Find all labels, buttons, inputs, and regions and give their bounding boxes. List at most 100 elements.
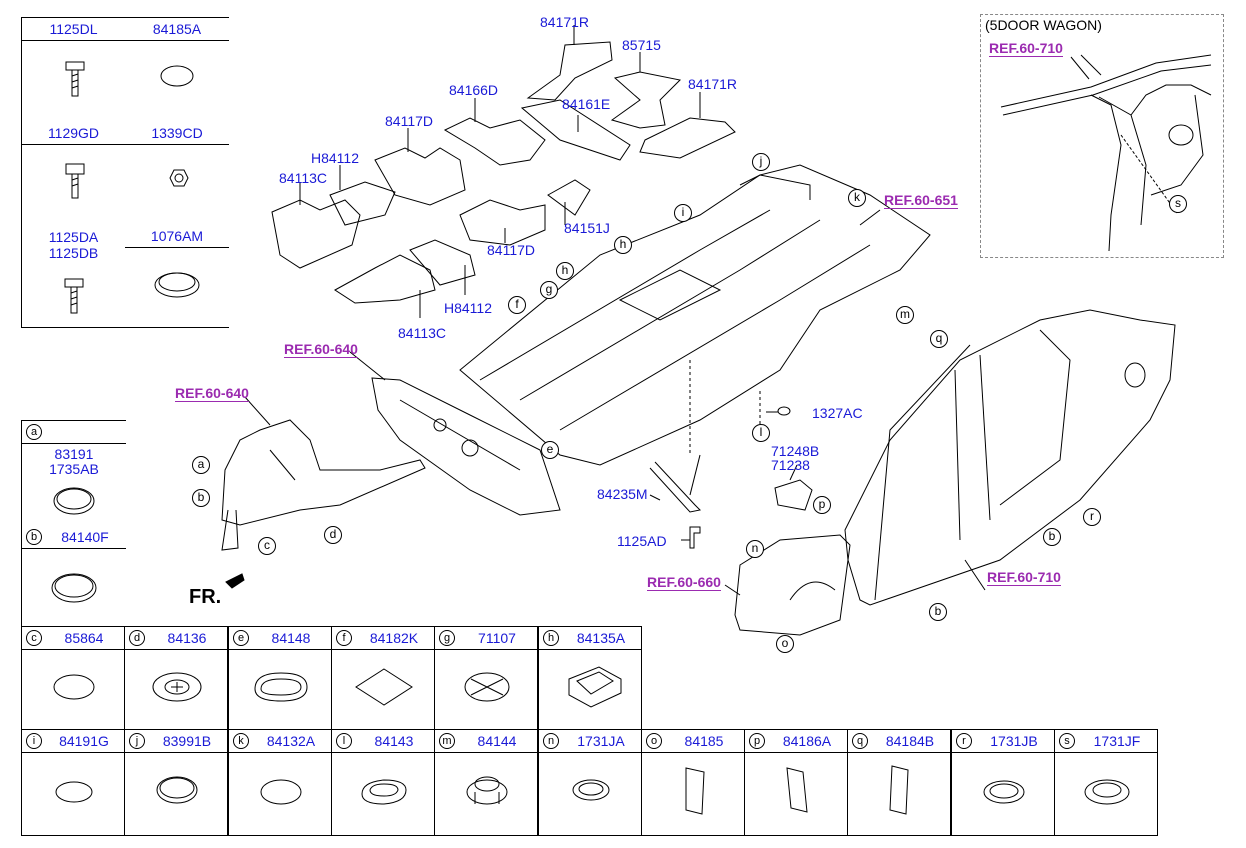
bracket-71248B (774, 479, 813, 511)
part-number: 84140F (61, 529, 109, 545)
plug-icon (51, 573, 97, 603)
dash-panel (371, 377, 561, 516)
label-71238: 71238 (771, 457, 810, 473)
part-o-icon (685, 767, 705, 815)
callout-letter: p (749, 733, 765, 749)
legend-cell-i: i 84191G (21, 729, 125, 836)
inset-title: (5DOOR WAGON) (985, 17, 1102, 33)
legend-cell-a: a 83191 1735AB (22, 421, 126, 527)
part-number: 1339CD (151, 125, 203, 141)
callout-letter: i (26, 733, 42, 749)
label-85715: 85715 (622, 37, 661, 53)
callout-n: n (746, 540, 764, 558)
bolt-icon (64, 278, 84, 314)
pad-84171R-top (526, 41, 613, 101)
table-cell-1129GD: 1129GD (22, 122, 126, 226)
part-e-icon (254, 672, 308, 702)
callout-letter: j (129, 733, 145, 749)
pad-84166D (443, 117, 546, 166)
label-H84112-top: H84112 (311, 150, 360, 166)
bracket-84235M (649, 461, 702, 513)
callout-b: b (929, 603, 947, 621)
callout-letter: s (1059, 733, 1075, 749)
part-number: 1731JF (1093, 733, 1141, 749)
ref-60-640-mid: REF.60-640 (284, 341, 358, 358)
pad-84117D-bottom (459, 199, 546, 246)
legend-cell-s: s 1731JF (1054, 729, 1158, 836)
part-number: 84185 (684, 733, 724, 749)
callout-letter: g (439, 630, 455, 646)
callout-j: j (752, 153, 770, 171)
label-84171R-right: 84171R (688, 76, 738, 92)
part-number: 84135A (576, 630, 626, 646)
part-number: 85864 (64, 630, 104, 646)
fastener-table: 1125DL 84185A 1129GD 1339CD 1125DA 1125D… (21, 17, 229, 328)
wagon-rear-quarter-drawing (1000, 54, 1212, 252)
bolt-icon (65, 163, 85, 199)
callout-l: l (752, 424, 770, 442)
callout-p: p (813, 496, 831, 514)
part-number: 84186A (782, 733, 832, 749)
callout-r: r (1083, 508, 1101, 526)
grommet-icon (154, 272, 200, 298)
label-84113C-bottom: 84113C (398, 325, 447, 341)
callout-f: f (508, 296, 526, 314)
label-84161E: 84161E (562, 96, 611, 112)
part-c-icon (53, 674, 95, 700)
part-number: 84191G (59, 733, 109, 749)
ref-60-710: REF.60-710 (987, 569, 1061, 586)
part-number: 1076AM (150, 228, 204, 244)
callout-c: c (258, 537, 276, 555)
table-cell-1125DA: 1125DA 1125DB (22, 225, 126, 327)
front-apron (221, 419, 426, 526)
part-g-icon (464, 672, 510, 702)
pad-85715 (610, 71, 682, 129)
part-number: 84132A (266, 733, 316, 749)
label-84117D-bottom: 84117D (487, 242, 536, 258)
callout-letter: e (233, 630, 249, 646)
callout-g: g (540, 281, 558, 299)
bolt-icon (65, 61, 85, 97)
table-cell-1125DL: 1125DL (22, 18, 126, 123)
part-number: 84185A (152, 21, 202, 37)
callout-m: m (896, 306, 914, 324)
label-1125AD: 1125AD (617, 533, 667, 549)
part-i-icon (55, 781, 93, 803)
bolt-1125AD (689, 526, 701, 549)
legend-cell-h: h 84135A (538, 626, 642, 730)
callout-letter: o (646, 733, 662, 749)
callout-letter: f (336, 630, 352, 646)
part-number: 1125DA (48, 229, 99, 245)
callout-letter: l (336, 733, 352, 749)
part-number: 1125DL (49, 21, 98, 37)
part-n-icon (572, 779, 610, 801)
pad-84117D-top (374, 147, 466, 206)
table-cell-1076AM: 1076AM (125, 225, 229, 327)
label-1327AC: 1327AC (812, 405, 863, 421)
legend-cell-o: o 84185 (641, 729, 745, 836)
pad-84171R-right (639, 117, 736, 159)
part-f-icon (355, 668, 413, 706)
callout-i: i (674, 204, 692, 222)
part-number: 84148 (271, 630, 311, 646)
plug-icon (53, 487, 95, 515)
callout-letter: h (543, 630, 559, 646)
callout-s: s (1169, 195, 1187, 213)
part-number: 83191 (54, 446, 94, 462)
callout-letter: c (26, 630, 42, 646)
legend-cell-p: p 84186A (744, 729, 848, 836)
label-84166D: 84166D (449, 82, 499, 98)
callout-b: b (1043, 528, 1061, 546)
part-d-icon (152, 672, 202, 702)
part-m-icon (466, 776, 508, 805)
